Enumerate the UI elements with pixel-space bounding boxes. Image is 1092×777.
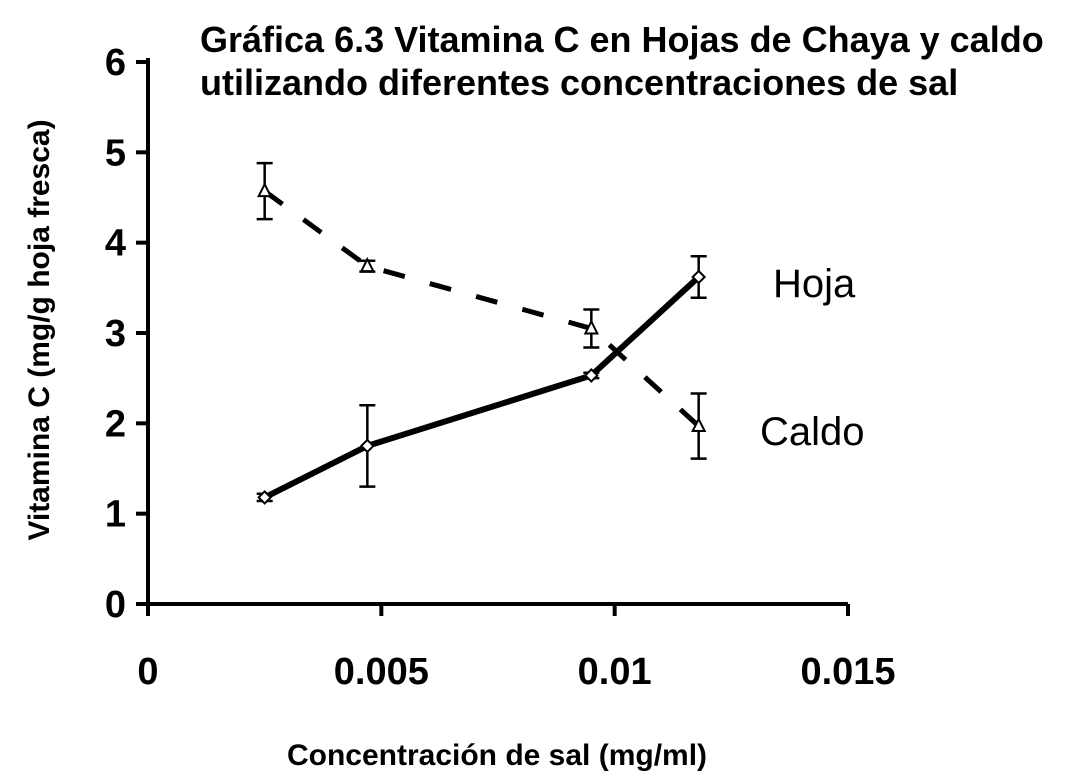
point-hoja-3 (691, 269, 707, 285)
y-tick-label-3: 3 (105, 313, 126, 355)
y-tick-label-5: 5 (105, 132, 126, 174)
title-line-1: Gráfica 6.3 Vitamina C en Hojas de Chaya… (200, 19, 1044, 60)
chart-title: Gráfica 6.3 Vitamina C en Hojas de Chaya… (200, 19, 1044, 103)
point-hoja-0 (257, 489, 273, 505)
y-axis-ticks: 0 1 2 3 4 5 6 (105, 42, 148, 626)
point-caldo-1 (359, 256, 375, 273)
y-tick-label-4: 4 (105, 223, 126, 265)
point-caldo-0 (257, 181, 273, 198)
x-axis-label: Concentración de sal (mg/ml) (287, 739, 707, 772)
series-hoja (256, 254, 707, 505)
point-hoja-1 (359, 438, 375, 454)
point-hoja-2 (583, 368, 599, 383)
y-tick-label-6: 6 (105, 42, 126, 84)
x-axis-ticks: 0 0.005 0.01 0.015 (137, 604, 896, 693)
series-line-hoja (263, 274, 701, 501)
x-tick-label-0: 0 (137, 651, 158, 693)
point-caldo-2 (583, 319, 599, 335)
y-tick-label-2: 2 (105, 403, 126, 445)
x-tick-label-1: 0.005 (334, 651, 429, 693)
x-tick-label-2: 0.01 (578, 651, 652, 693)
title-line-2: utilizando diferentes concentraciones de… (200, 62, 958, 103)
series-label-caldo: Caldo (760, 410, 865, 454)
series-label-hoja: Hoja (773, 262, 856, 306)
axes (146, 58, 848, 606)
y-tick-label-0: 0 (105, 584, 126, 626)
series-layer (256, 161, 707, 505)
point-caldo-3 (691, 416, 707, 433)
x-tick-label-3: 0.015 (800, 651, 895, 693)
y-tick-label-1: 1 (105, 494, 126, 536)
series-line-caldo (263, 189, 701, 428)
y-axis-label: Vitamina C (mg/g hoja fresca) (23, 119, 56, 540)
series-caldo (256, 161, 707, 460)
